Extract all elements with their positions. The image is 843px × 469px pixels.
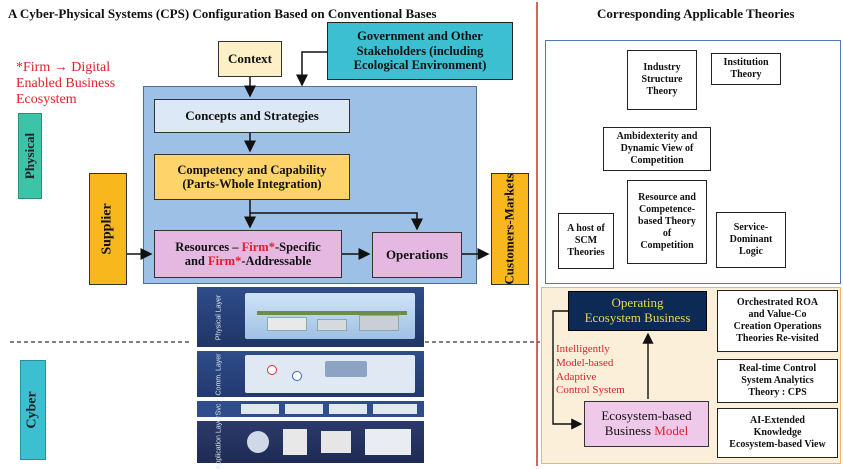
competency-box: Competency and Capability (Parts-Whole I… <box>154 154 350 200</box>
customers-box: Customers-Markets <box>491 173 529 285</box>
physical-layer: Physical Layer <box>197 287 424 347</box>
application-layer: Application Layer <box>197 415 424 469</box>
service-layer: Svc <box>197 401 424 417</box>
supplier-box: Supplier <box>89 173 127 285</box>
cyber-label: Cyber <box>20 360 46 460</box>
control-system-text: Intelligently Model-based Adaptive Contr… <box>556 343 625 397</box>
arrow-icon <box>296 51 327 87</box>
resources-box: Resources – Firm*-Specific and Firm*-Add… <box>154 230 342 278</box>
operating-ecosystem-box: Operating Ecosystem Business <box>568 291 707 331</box>
communication-layer: Comm. Layer <box>197 351 424 397</box>
right-title: Corresponding Applicable Theories <box>597 6 795 21</box>
physical-label: Physical <box>18 113 42 199</box>
arrow-icon <box>552 310 583 430</box>
firm-note-line2: Enabled Business <box>16 76 116 92</box>
firm-note-line1: *Firm → Digital <box>16 60 111 75</box>
firm-note-line3: Ecosystem <box>16 92 77 108</box>
arrow-icon <box>250 212 423 231</box>
government-box: Government and Other Stakeholders (inclu… <box>327 22 513 80</box>
context-box: Context <box>218 41 282 77</box>
concepts-box: Concepts and Strategies <box>154 99 350 133</box>
left-title: A Cyber-Physical Systems (CPS) Configura… <box>8 6 437 21</box>
firm-note: *Firm → Digital Enabled Business Ecosyst… <box>16 60 115 108</box>
cyber-layers-graphic: Physical Layer Comm. Layer Svc Applicati… <box>197 287 424 469</box>
ecosystem-business-model-box: Ecosystem-based Business Model <box>584 401 709 447</box>
operations-box: Operations <box>372 232 462 278</box>
